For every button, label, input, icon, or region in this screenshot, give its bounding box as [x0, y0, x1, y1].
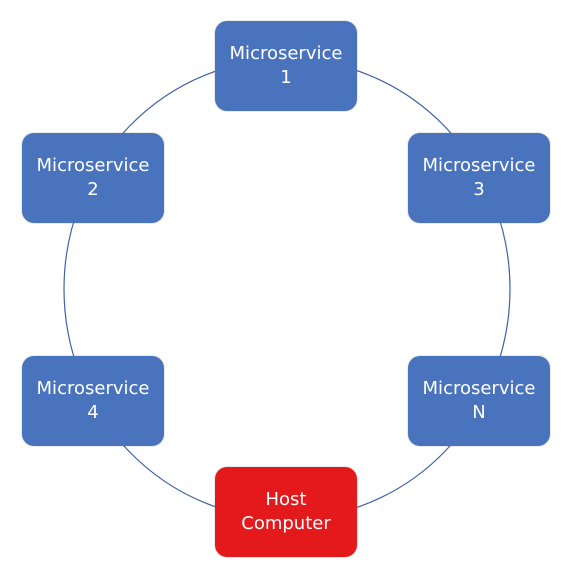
microservice-n-node: Microservice N [408, 356, 550, 446]
node-label-line1: Microservice [229, 43, 343, 64]
node-label-line1: Microservice [422, 378, 536, 399]
microservice-3-node: Microservice 3 [408, 133, 550, 223]
microservice-4-node: Microservice 4 [22, 356, 164, 446]
node-label-line2: 1 [280, 67, 292, 88]
node-label-line1: Microservice [36, 155, 150, 176]
node-label-line2: 4 [87, 402, 99, 423]
microservice-2-node: Microservice 2 [22, 133, 164, 223]
host-computer-node: Host Computer [215, 467, 357, 557]
node-label-line2: Computer [241, 513, 331, 534]
node-label-line2: 3 [473, 179, 485, 200]
node-label-line2: 2 [87, 179, 99, 200]
node-label-line1: Host [265, 489, 307, 510]
node-label-line2: N [472, 402, 486, 423]
microservice-1-node: Microservice 1 [215, 21, 357, 111]
node-label-line1: Microservice [422, 155, 536, 176]
ring-ellipse [63, 58, 511, 520]
node-label-line1: Microservice [36, 378, 150, 399]
